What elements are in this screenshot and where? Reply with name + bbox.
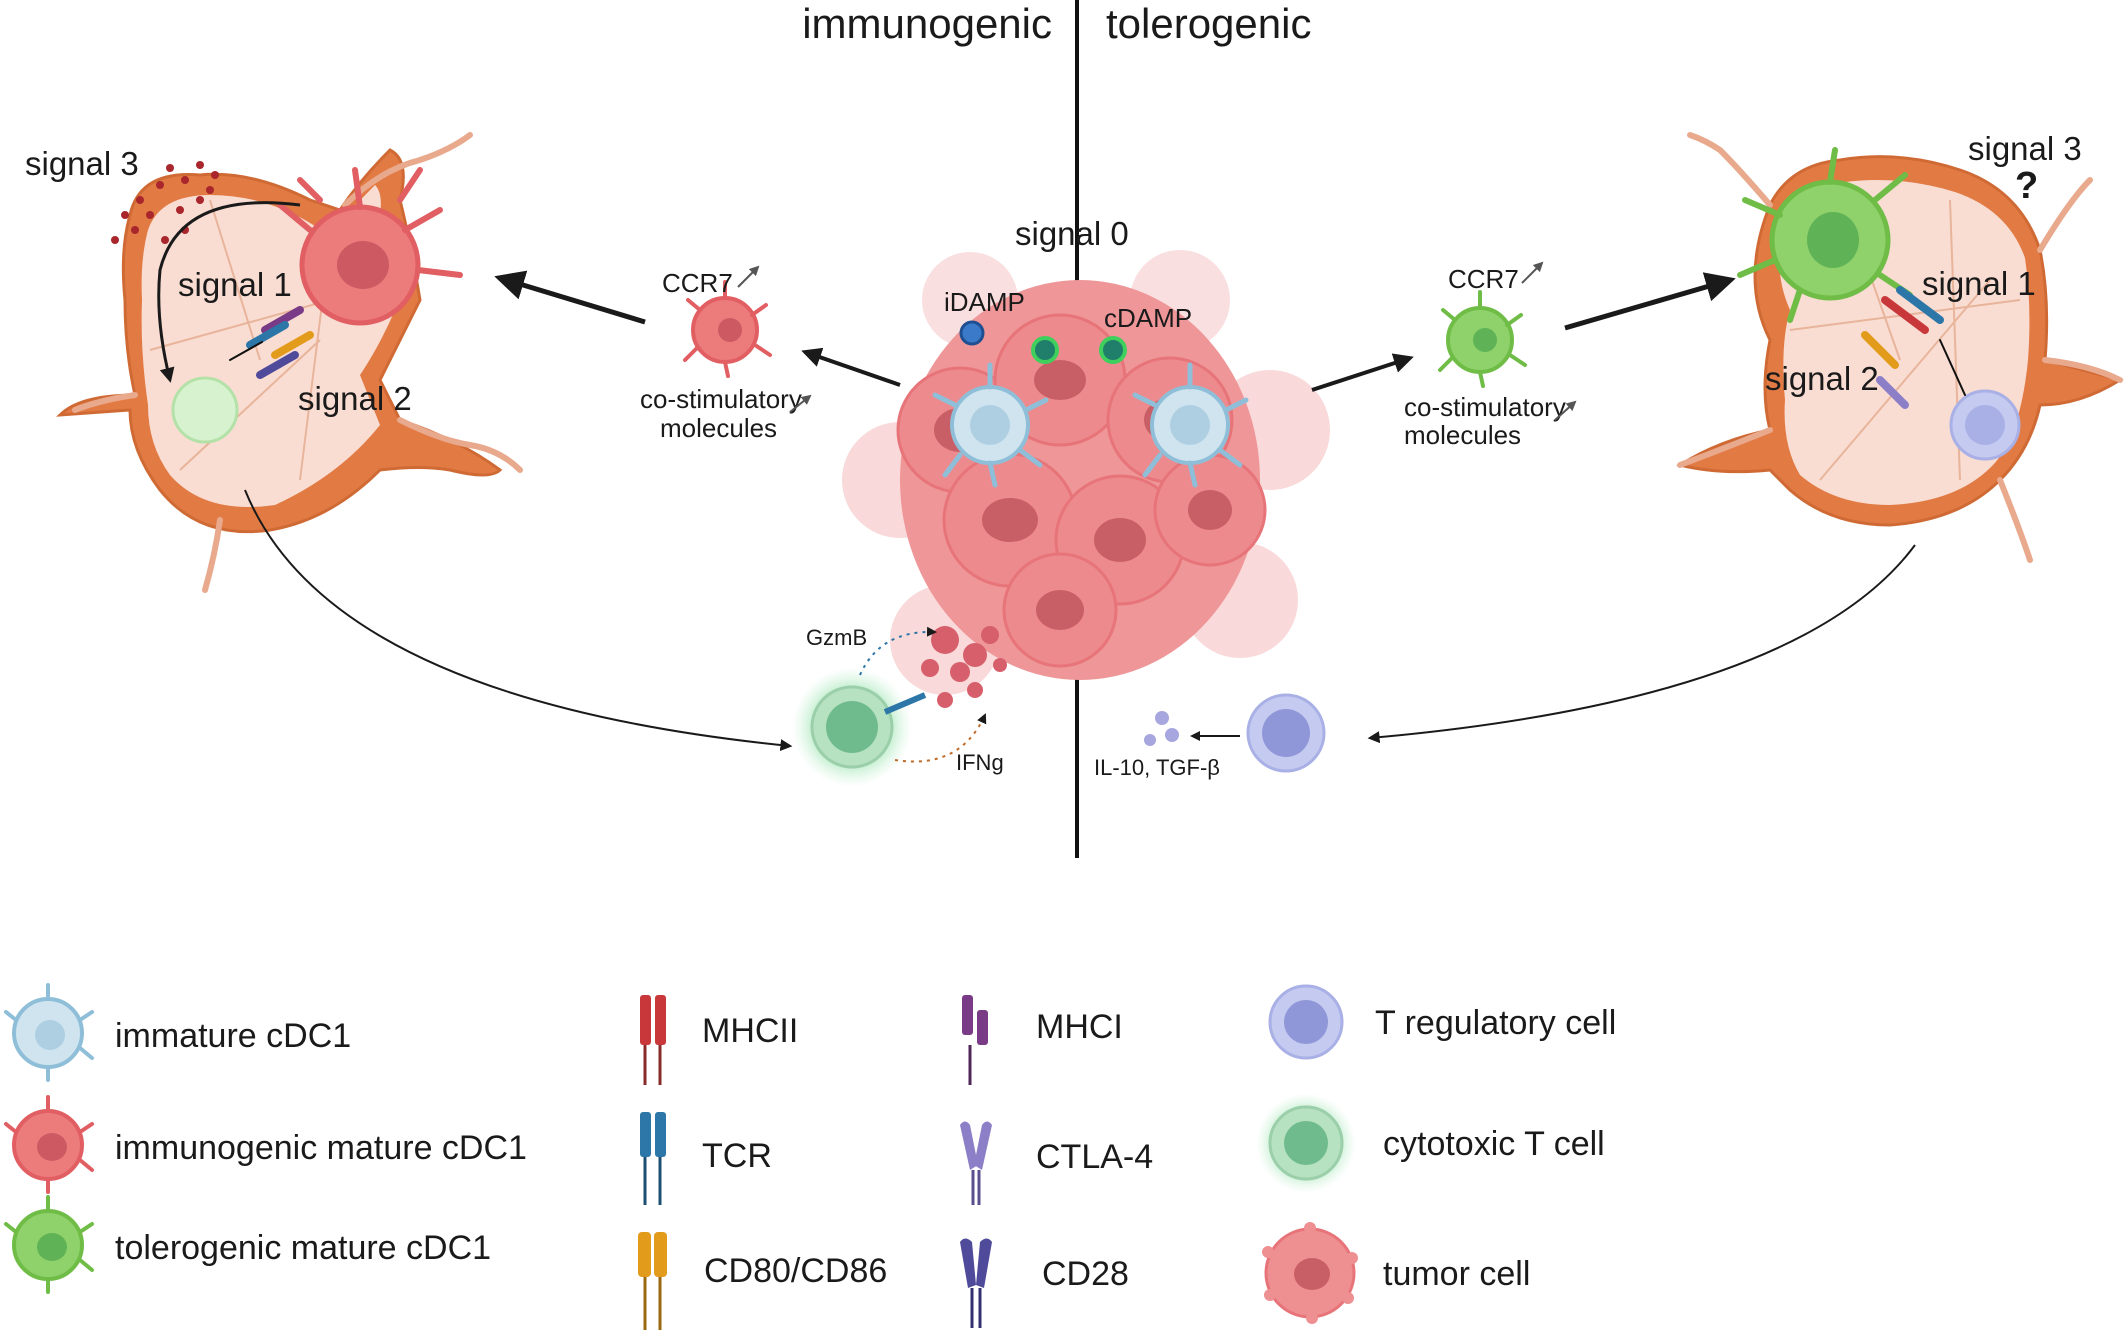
lymph-vessels-left [72,132,523,593]
legend-treg-label: T regulatory cell [1375,1004,1616,1042]
ccr7-up-arrow-left [737,265,760,288]
legend-ctl-label: cytotoxic T cell [1383,1125,1605,1163]
ctl-tcr [883,692,927,715]
signal0-label: signal 0 [1015,215,1129,252]
naive-t-cell-left [171,376,239,444]
idamp-dot [959,320,985,346]
arrow-node-to-ctl [244,489,793,752]
legend-cd28-icon [960,1238,992,1328]
costim-up-arrow-left [789,394,812,413]
legend-mhcii-icon [640,995,666,1085]
cytokine-dots [1144,711,1179,746]
legend-tolerogenic-dc-label: tolerogenic mature cDC1 [115,1229,491,1267]
legend-immunogenic-dc-icon [4,1095,94,1194]
legend-tumor-label: tumor cell [1383,1255,1530,1293]
tumor-mass [842,250,1330,695]
legend-immunogenic-dc-label: immunogenic mature cDC1 [115,1129,527,1167]
lymph-vessels-right [1677,132,2123,563]
legend-ctla4-label: CTLA-4 [1036,1138,1153,1176]
arrow-dc-to-node-left [494,270,646,325]
ccr7-right: CCR7 [1448,264,1519,294]
signal2-left: signal 2 [298,380,412,417]
legend-cd28-label: CD28 [1042,1255,1129,1293]
legend-mhcii-label: MHCII [702,1012,798,1050]
il10-tgfb-label: IL-10, TGF-β [1094,755,1220,780]
ccr7-up-arrow-right [1521,261,1544,284]
treg-in-node-nucleus [1965,405,2005,445]
signal1-left: signal 1 [178,266,292,303]
arrow-tumor-to-dc-right [1311,353,1414,392]
apoptotic-fragments [921,626,1007,708]
legend-ctla4-icon [960,1121,992,1205]
cdamp-label: cDAMP [1104,303,1192,333]
gzmb-label: GzmB [806,625,867,650]
migrating-tolerogenic-dc [1438,290,1527,388]
legend-immature-dc-icon [4,983,94,1082]
tolerogenic-dc-in-node [1737,147,1913,323]
costim-right-1: co-stimulatory [1404,392,1566,422]
migrating-immunogenic-dc [683,280,772,378]
tolerogenic-title: tolerogenic [1106,0,1311,47]
ctl-nucleus [826,701,878,753]
idamp-label: iDAMP [944,287,1025,317]
costim-left-1: co-stimulatory [640,384,802,414]
signal3-dots-left [111,161,219,244]
immunogenic-dc-in-node [277,167,463,326]
signal3-question: ? [2015,165,2038,207]
legend-tolerogenic-dc-icon [4,1195,94,1294]
idamp-green-dot [1031,336,1059,364]
lymph-node-right [1676,155,2124,527]
ifng-arrow [894,713,987,763]
signal3-left: signal 3 [25,145,139,182]
treg-nucleus [1262,709,1310,757]
receptor-stack-right [1861,286,1966,409]
legend-tumor-icon [1262,1222,1358,1324]
costim-right-2: molecules [1404,420,1521,450]
signal1-right: signal 1 [1922,265,2036,302]
legend-treg-icon [1268,984,1344,1060]
legend-immature-dc-label: immature cDC1 [115,1017,351,1055]
signal3-right: signal 3 [1968,130,2082,167]
arrow-node-to-treg [1367,544,1916,744]
ifng-label: IFNg [956,750,1004,775]
ccr7-left: CCR7 [662,268,733,298]
legend-mhci-label: MHCI [1036,1008,1123,1046]
signal3-arrow-left [157,201,301,383]
cdamp-dot [1099,336,1127,364]
legend-tcr-label: TCR [702,1137,772,1175]
legend-tcr-icon [640,1112,666,1205]
arrow-dc-to-node-right [1564,272,1736,331]
gzmb-arrow [859,626,937,676]
receptor-stack-left [229,306,314,379]
legend-mhci-icon [962,995,988,1085]
immature-dc-left [932,362,1049,488]
costim-left-2: molecules [660,413,777,443]
legend-ctl-icon [1256,1093,1356,1193]
legend-cd80-icon [638,1232,667,1330]
costim-up-arrow-right [1554,400,1577,421]
immunogenic-title: immunogenic [802,0,1052,47]
immature-dc-right [1132,362,1249,488]
signal2-right: signal 2 [1765,360,1879,397]
arrow-tumor-to-dc-left [801,347,901,387]
legend-cd80-label: CD80/CD86 [704,1252,887,1290]
